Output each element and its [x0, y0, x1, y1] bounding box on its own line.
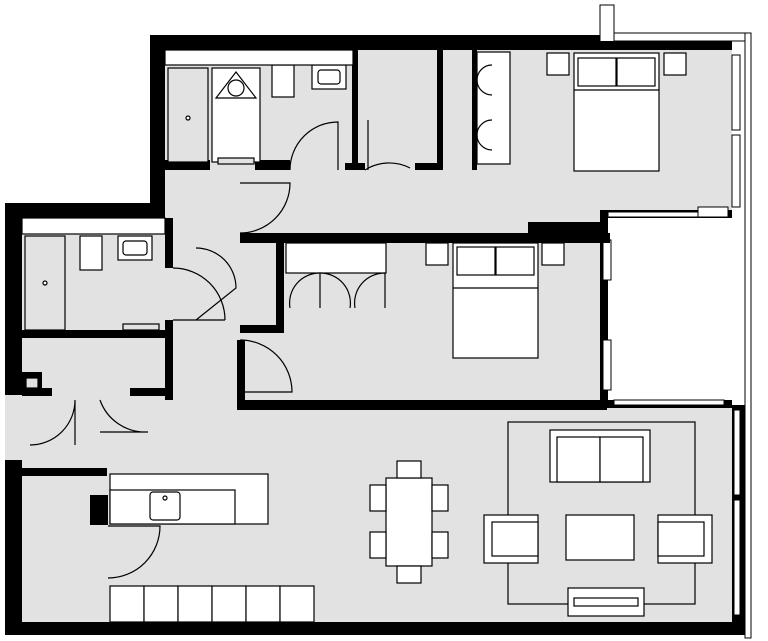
interior-walls	[22, 50, 610, 525]
wardrobe	[476, 51, 511, 165]
dining-table	[385, 477, 433, 567]
nightstand	[425, 242, 449, 266]
bathtub	[167, 67, 209, 163]
bathroom-2	[21, 217, 166, 331]
toilet	[271, 64, 295, 98]
entrance-threshold	[5, 395, 23, 460]
doors	[29, 120, 411, 579]
kitchen-counter	[109, 585, 315, 623]
living-area	[483, 421, 713, 617]
bathroom-1	[164, 49, 354, 165]
toilet	[79, 235, 103, 271]
kitchen	[109, 473, 315, 623]
nightstand	[663, 52, 687, 76]
nightstand	[546, 52, 570, 76]
windows	[602, 54, 741, 616]
balcony	[599, 4, 752, 639]
wardrobe	[285, 242, 387, 274]
bedroom-2	[285, 242, 565, 359]
bedroom-1	[476, 51, 687, 172]
kitchen-sink	[149, 491, 181, 521]
nightstand	[541, 242, 565, 266]
coffee-table	[565, 514, 635, 561]
dining-set	[369, 460, 449, 584]
